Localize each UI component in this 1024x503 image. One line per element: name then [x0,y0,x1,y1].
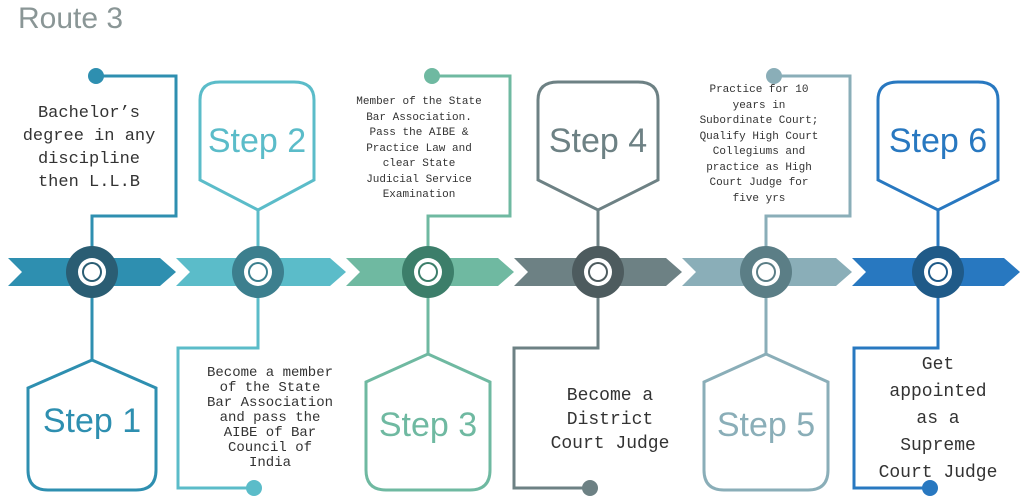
step-1-banner [26,358,158,492]
step-5-description: Practice for 10 years in Subordinate Cou… [699,84,819,205]
hub-center-6 [930,264,946,280]
hub-center-5 [758,264,774,280]
hub-center-1 [84,264,100,280]
hub-center-3 [420,264,436,280]
step-4 [512,80,660,490]
step-1 [26,74,178,492]
step-6-banner [876,80,1000,212]
step-1-label: Step 1 [42,402,142,440]
step-3 [364,74,512,492]
step-2-banner [198,80,316,212]
step-3-banner [364,352,492,492]
step-4-description: Become a District Court Judge [550,386,670,454]
connector-line-6b [852,292,940,490]
step-6-description: Get appointed as a Supreme Court Judge [878,355,998,483]
connector-line-5 [764,74,852,252]
connector-line-1 [90,74,178,252]
connector-dot-3 [424,68,440,84]
connector-line-4b [512,292,600,490]
page-title: Route 3 [18,2,124,35]
step-5 [702,74,852,492]
step-2-label: Step 2 [207,122,307,160]
connector-dot-2 [246,480,262,496]
step-2 [176,80,316,490]
hub-center-2 [250,264,266,280]
connector-dot-1 [88,68,104,84]
step-2-description: Become a member of the State Bar Associa… [206,365,334,471]
step-3-label: Step 3 [378,406,478,444]
step-3-description: Member of the State Bar Association. Pas… [356,96,482,201]
hub-center-4 [590,264,606,280]
connector-line-3 [426,74,512,252]
step-1-description: Bachelor’s degree in any discipline then… [22,104,156,192]
step-5-label: Step 5 [716,406,816,444]
step-5-banner [702,352,830,492]
step-6 [852,80,1000,490]
step-4-label: Step 4 [548,122,648,160]
step-6-label: Step 6 [888,122,988,160]
connector-dot-4 [582,480,598,496]
connector-dot-6 [922,480,938,496]
step-4-banner [536,80,660,212]
connector-line-2b [176,292,260,490]
connector-dot-5 [766,68,782,84]
